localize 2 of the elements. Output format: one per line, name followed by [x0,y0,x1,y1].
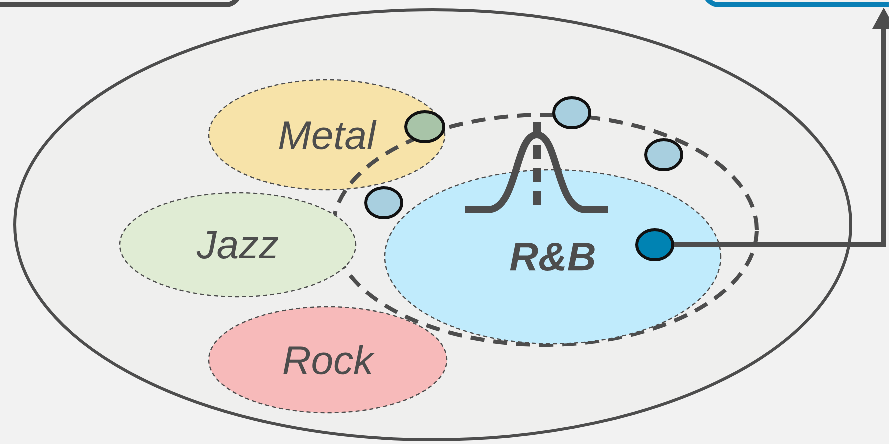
panel-box [702,0,889,8]
panel-box [0,0,242,8]
